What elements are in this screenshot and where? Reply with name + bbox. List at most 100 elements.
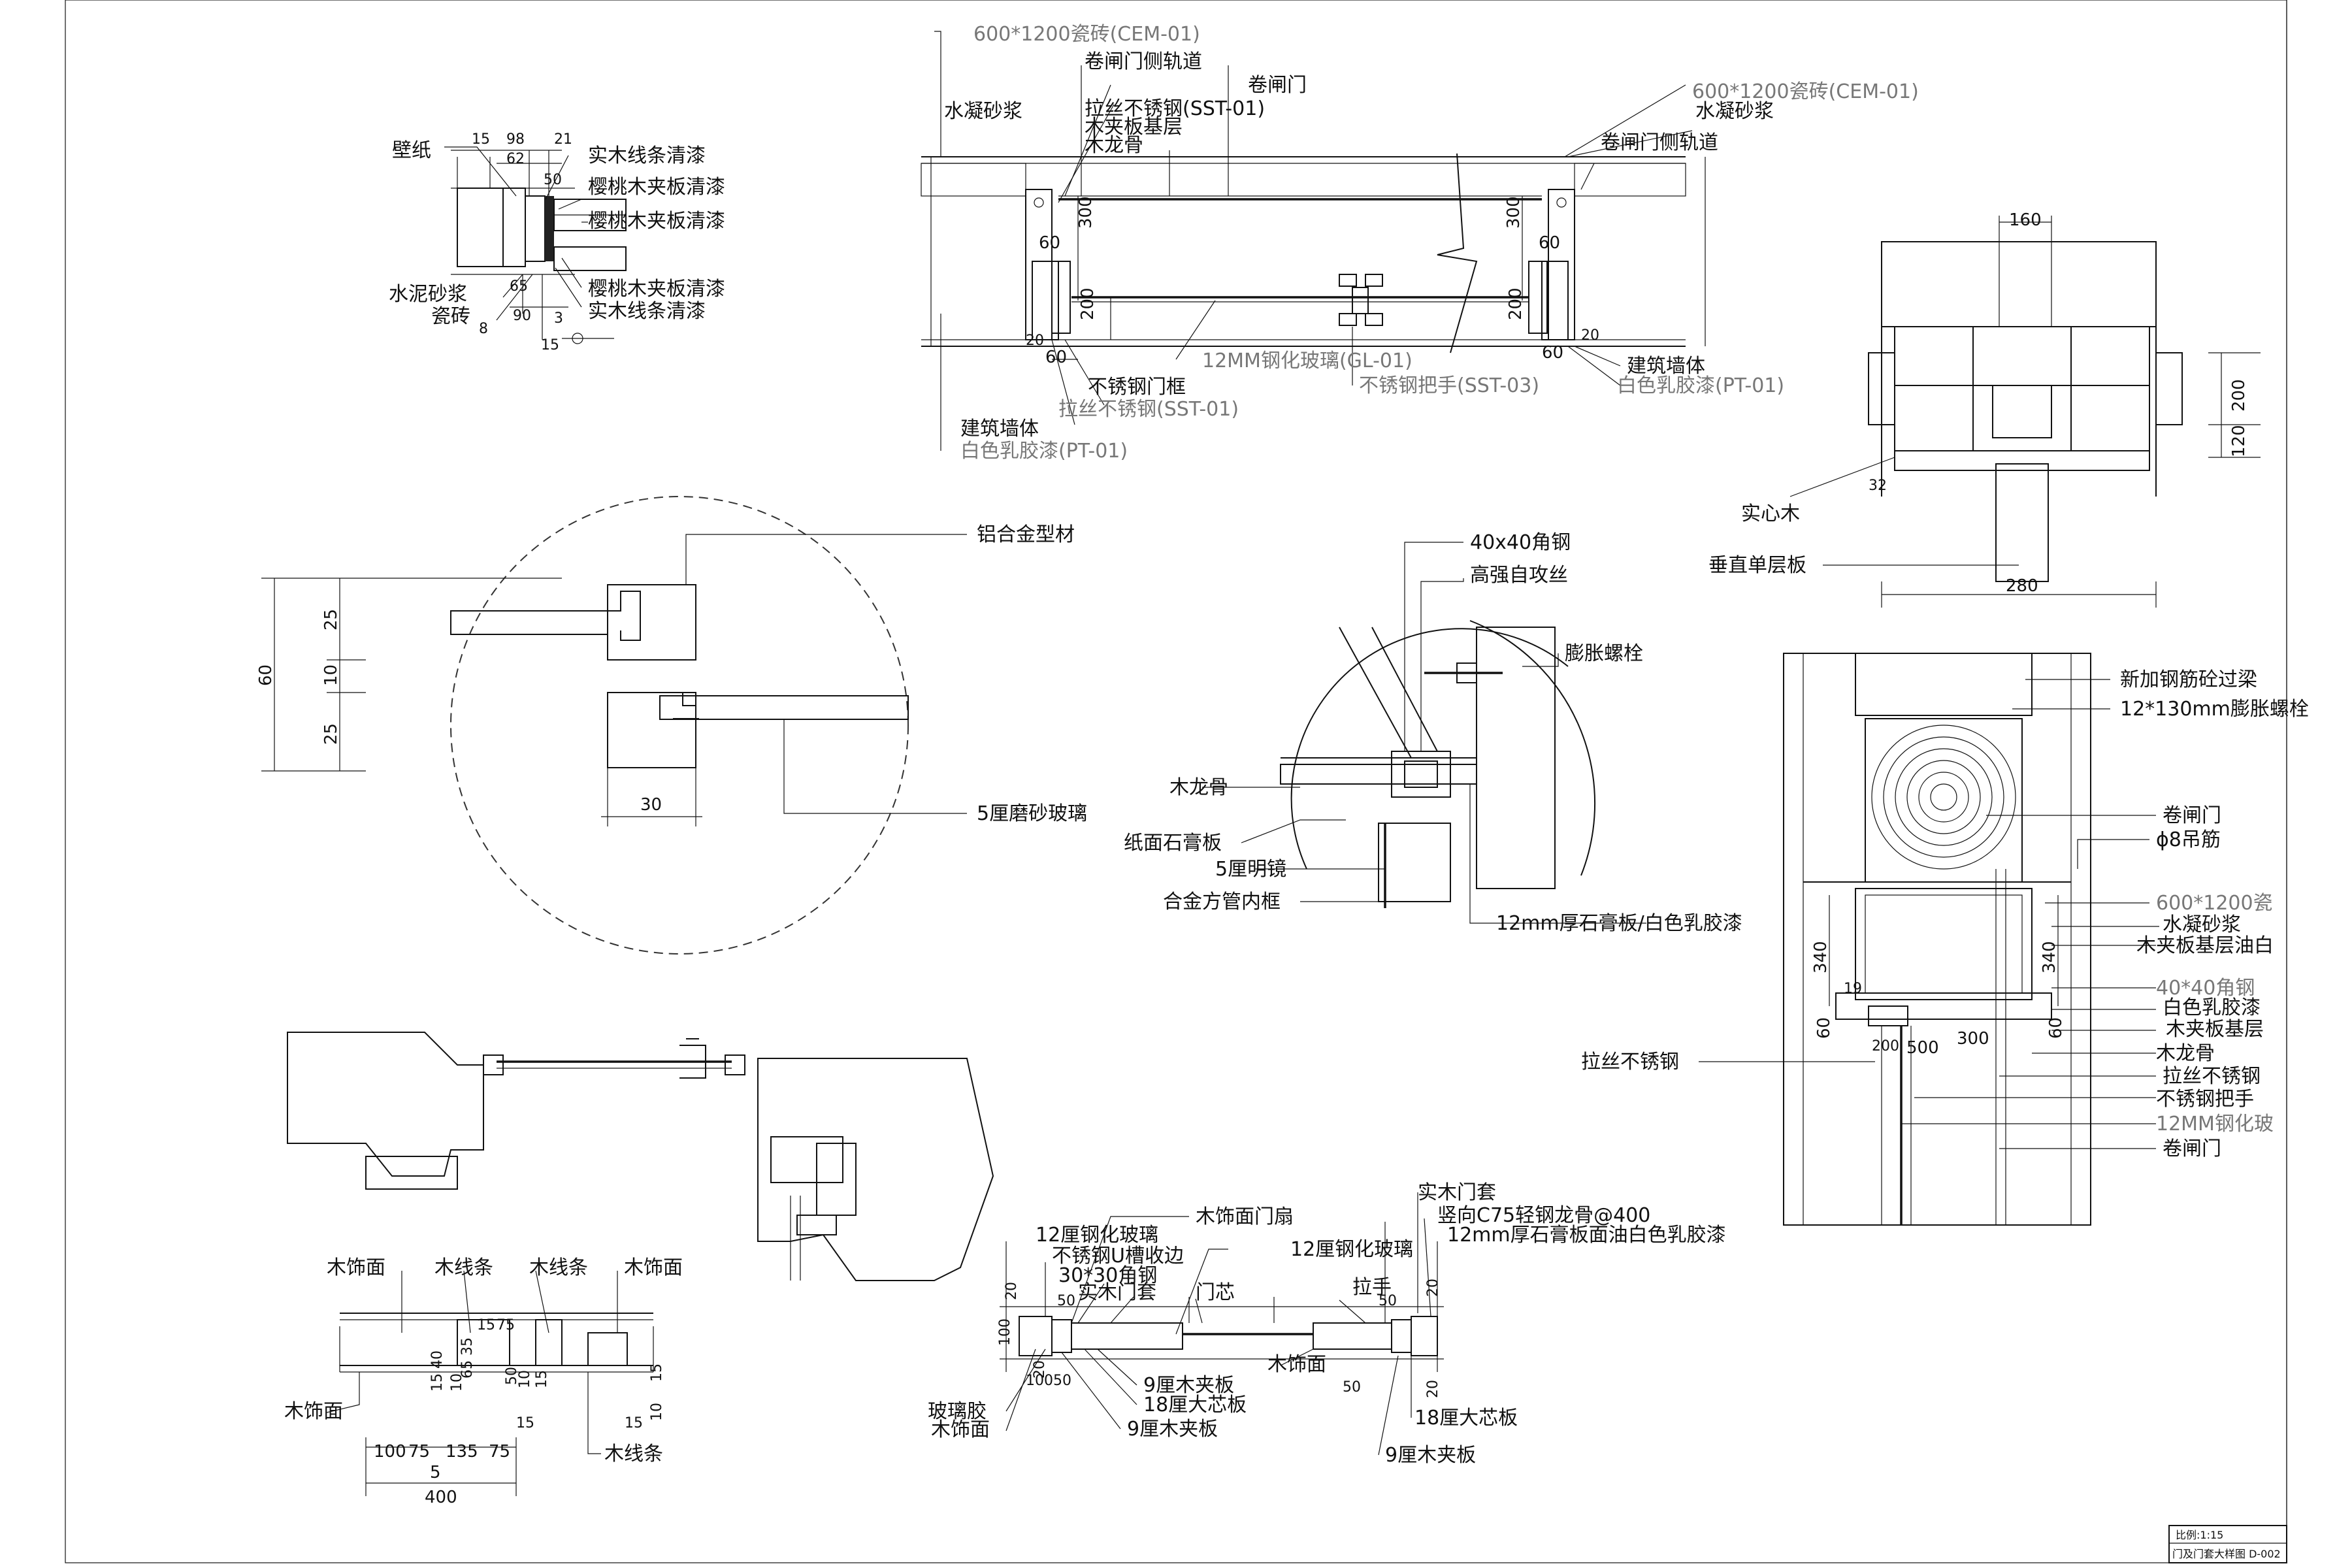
gdoor-label-u-channel: 不锈钢U槽收边 [1052, 1245, 1184, 1267]
mirror-label-mirror: 5厘明镜 [1215, 858, 1286, 881]
skirting-dim-50: 50 [544, 172, 562, 188]
gdoor-label-angle-steel: 30*30角钢 [1058, 1264, 1157, 1287]
gdoor-label-9mm-plywood-2: 9厘木夹板 [1127, 1418, 1218, 1441]
glass-partition-detail: 铝合金型材 5厘磨砂玻璃 60 25 10 25 30 [256, 496, 1087, 955]
gdoor-label-9mm-plywood-1: 9厘木夹板 [1143, 1374, 1234, 1397]
roll-label-rolling-door-2: 卷闸门 [2163, 1137, 2221, 1160]
door-top-dim-60-left: 60 [1039, 233, 1060, 253]
head-label-vertical-plywood: 垂直单层板 [1708, 554, 1806, 577]
roll-label-angle-steel: 40*40角钢 [2156, 977, 2255, 1000]
gdoor-label-glass-1: 12厘钢化玻璃 [1036, 1224, 1158, 1247]
joint-dim-8: 10 [517, 1370, 533, 1388]
door-top-dim-300-left: 300 [1076, 196, 1096, 229]
joint-label-wood-strip-2: 木线条 [529, 1256, 588, 1279]
door-top-dim-300-right: 300 [1504, 196, 1524, 229]
door-top-label-plywood-base: 木夹板基层 [1085, 116, 1183, 139]
gdoor-dim-20-bottom-left: 20 [1032, 1360, 1048, 1379]
skirting-label-cement-mortar: 水泥砂浆 [389, 283, 467, 306]
skirting-dim-15b: 15 [541, 337, 559, 353]
joint-label-veneer-1: 木饰面 [327, 1256, 385, 1279]
door-top-label-stainless-bottom: 拉丝不锈钢(SST-01) [1058, 398, 1239, 421]
mirror-label-self-tapping-screw: 高强自攻丝 [1470, 564, 1568, 587]
skirting-dim-3: 3 [554, 310, 563, 327]
roll-label-new-lintel: 新加钢筋砼过梁 [2120, 668, 2257, 691]
gdoor-label-veneer-center: 木饰面 [1267, 1353, 1326, 1376]
joint-dim-9: 15 [534, 1370, 550, 1388]
mirror-label-12mm-gypsum: 12mm厚石膏板/白色乳胶漆 [1496, 912, 1742, 935]
head-dim-160: 160 [2009, 210, 2042, 230]
head-dim-32: 32 [1869, 478, 1887, 494]
joint-label-veneer-3: 木饰面 [284, 1400, 343, 1423]
mirror-label-angle-steel: 40x40角钢 [1470, 531, 1571, 554]
roll-label-wood-joist: 木龙骨 [2156, 1042, 2215, 1065]
gdoor-label-pull-handle: 拉手 [1352, 1276, 1392, 1299]
door-top-label-tile-left: 600*1200瓷砖(CEM-01) [973, 23, 1200, 46]
door-top-label-handle: 不锈钢把手(SST-03) [1359, 374, 1539, 397]
roll-label-hanger-bar: ϕ8吊筋 [2156, 828, 2221, 851]
skirting-dim-62: 62 [506, 151, 525, 167]
skirting-detail: 壁纸 实木线条清漆 樱桃木夹板清漆 樱桃木夹板清漆 水泥砂浆 瓷砖 樱桃木夹板清… [389, 131, 725, 353]
joint-dim-75a: 75 [408, 1442, 430, 1462]
door-top-label-mortar-right: 水凝砂浆 [1695, 100, 1774, 123]
joint-dim-1: 75 [497, 1317, 515, 1333]
glass-label-aluminum-profile: 铝合金型材 [977, 523, 1075, 546]
door-head-plan: 160 200 120 32 280 实心木 垂直单层板 [1708, 210, 2261, 608]
door-top-label-wood-joist: 木龙骨 [1085, 134, 1143, 157]
joint-dim-0: 15 [477, 1317, 495, 1333]
skirting-label-solid-wood-strip: 实木线条清漆 [588, 144, 706, 167]
door-top-label-glass: 12MM钢化玻璃(GL-01) [1202, 350, 1413, 372]
roll-dim-200: 200 [1872, 1038, 1899, 1054]
door-top-label-rolling-door: 卷闸门 [1248, 74, 1307, 97]
gdoor-label-veneer-leaf: 木饰面门扇 [1196, 1205, 1294, 1228]
door-top-label-tile-right: 600*1200瓷砖(CEM-01) [1692, 80, 1919, 103]
roll-label-plywood-white: 木夹板基层油白 [2136, 934, 2274, 957]
skirting-dim-98: 98 [506, 131, 525, 148]
head-dim-120: 120 [2229, 425, 2249, 457]
skirting-label-wallpaper: 壁纸 [392, 139, 431, 162]
gdoor-label-door-core: 门芯 [1196, 1281, 1235, 1304]
roll-label-tempered-glass: 12MM钢化玻 [2156, 1113, 2274, 1135]
joint-label-veneer-2: 木饰面 [624, 1256, 683, 1279]
gdoor-label-glass-glue: 玻璃胶 [928, 1400, 987, 1423]
roll-label-mortar: 水凝砂浆 [2163, 913, 2241, 936]
joint-dim-400: 400 [425, 1488, 457, 1507]
mirror-label-alloy-tube-frame: 合金方管内框 [1163, 890, 1281, 913]
gdoor-dim-50-bottom-left: 50 [1053, 1373, 1071, 1389]
door-top-dim-60-bottom-right: 60 [1542, 343, 1563, 363]
joint-dim-100: 100 [374, 1442, 406, 1462]
gdoor-dim-20-bottom-right: 20 [1425, 1380, 1441, 1398]
gdoor-dim-20-right: 20 [1425, 1279, 1441, 1297]
joint-dim-3: 65 [459, 1360, 476, 1379]
skirting-dim-15: 15 [472, 131, 490, 148]
head-label-solid-wood: 实心木 [1741, 502, 1800, 525]
joint-dim-2: 35 [459, 1337, 476, 1356]
glass-dim-25-bottom: 25 [321, 723, 341, 745]
roll-label-rolling-door: 卷闸门 [2163, 804, 2221, 827]
joint-dim-75b: 75 [489, 1442, 510, 1462]
roll-dim-60-left: 60 [1814, 1017, 1834, 1039]
door-top-label-wall-left: 建筑墙体 [960, 417, 1039, 440]
skirting-label-tile: 瓷砖 [431, 305, 470, 328]
gdoor-label-18mm-block-1: 18厘大芯板 [1143, 1394, 1247, 1416]
door-section-top: 600*1200瓷砖(CEM-01) 卷闸门侧轨道 卷闸门 水凝砂浆 拉丝不锈钢… [921, 23, 1919, 463]
skirting-label-cherry-veneer-1: 樱桃木夹板清漆 [588, 176, 725, 199]
gdoor-label-18mm-block-2: 18厘大芯板 [1414, 1407, 1518, 1429]
sheet-frame [65, 0, 2287, 1563]
roll-dim-500: 500 [1906, 1038, 1939, 1058]
skirting-dim-65: 65 [510, 278, 528, 295]
wood-joint-detail: 木饰面 木线条 木线条 木饰面 木饰面 木线条 15 75 35 65 15 4… [284, 1256, 683, 1507]
head-dim-280: 280 [2006, 576, 2038, 596]
joint-dim-6: 10 [449, 1373, 465, 1392]
gdoor-dim-100-bottom-left: 100 [1026, 1373, 1053, 1389]
skirting-label-cherry-veneer-2: 樱桃木夹板清漆 [588, 210, 725, 233]
title-block-scale: 比例:1:15 [2176, 1529, 2223, 1541]
roll-label-stainless-right: 拉丝不锈钢 [2163, 1065, 2261, 1088]
gdoor-label-gypsum-latex: 12mm厚石膏板面油白色乳胶漆 [1447, 1224, 1726, 1247]
roll-dim-19: 19 [1844, 981, 1862, 997]
wall-opening-plan [287, 1032, 994, 1281]
joint-dim-10: 15 [516, 1415, 534, 1431]
joint-dim-12: 15 [649, 1364, 665, 1382]
joint-dim-7: 50 [504, 1367, 520, 1385]
roll-dim-60-right: 60 [2046, 1017, 2066, 1039]
